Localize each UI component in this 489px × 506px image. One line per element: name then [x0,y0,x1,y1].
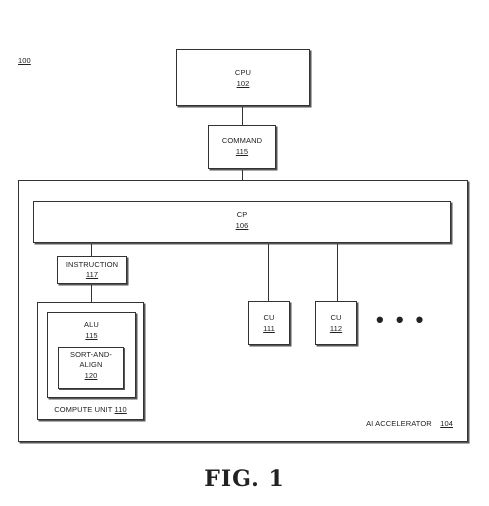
cpu-ref: 102 [236,79,250,88]
connector-cpu-command [242,107,244,125]
sort-and-align-block: SORT-AND- ALIGN 120 [58,347,124,389]
instruction-label: INSTRUCTION [65,260,119,269]
sort-and-align-label-line1: SORT-AND- [69,350,112,359]
cu-112-label: CU [330,313,342,322]
compute-unit-ref: 110 [114,405,127,414]
alu-ref: 115 [85,331,98,340]
cp-label: CP [236,210,248,219]
ai-accelerator-label: AI ACCELERATOR 104 [366,419,453,429]
figure-caption: FIG. 1 [204,466,285,492]
connector-cp-instruction [91,244,93,256]
command-block: COMMAND 115 [208,125,276,169]
compute-unit-label: COMPUTE UNIT 110 [38,405,143,415]
alu-label: ALU [84,320,99,329]
connector-command-accelerator [242,170,244,181]
ai-accelerator-name: AI ACCELERATOR [366,419,432,428]
connector-instruction-compute-unit [91,285,93,302]
sort-and-align-ref: 120 [84,371,98,380]
cpu-label: CPU [234,68,252,77]
connector-cp-cu-112 [337,244,339,301]
cu-112-block: CU 112 [315,301,357,345]
cu-111-ref: 111 [263,324,275,333]
cpu-block: CPU 102 [176,49,310,106]
cu-111-label: CU [263,313,275,322]
cu-111-block: CU 111 [248,301,290,345]
more-compute-units-ellipsis: • • • [376,307,427,332]
cu-112-ref: 112 [329,324,343,333]
instruction-ref: 117 [85,270,99,279]
connector-cp-cu-111 [268,244,270,301]
command-label: COMMAND [221,136,263,145]
instruction-block: INSTRUCTION 117 [57,256,127,284]
cp-block: CP 106 [33,201,451,243]
command-ref: 115 [235,147,249,156]
cp-ref: 106 [235,221,249,230]
sort-and-align-label-line2: ALIGN [79,360,103,369]
figure-ref-number: 100 [18,56,31,65]
compute-unit-name: COMPUTE UNIT [54,405,113,414]
ai-accelerator-ref: 104 [440,419,453,428]
